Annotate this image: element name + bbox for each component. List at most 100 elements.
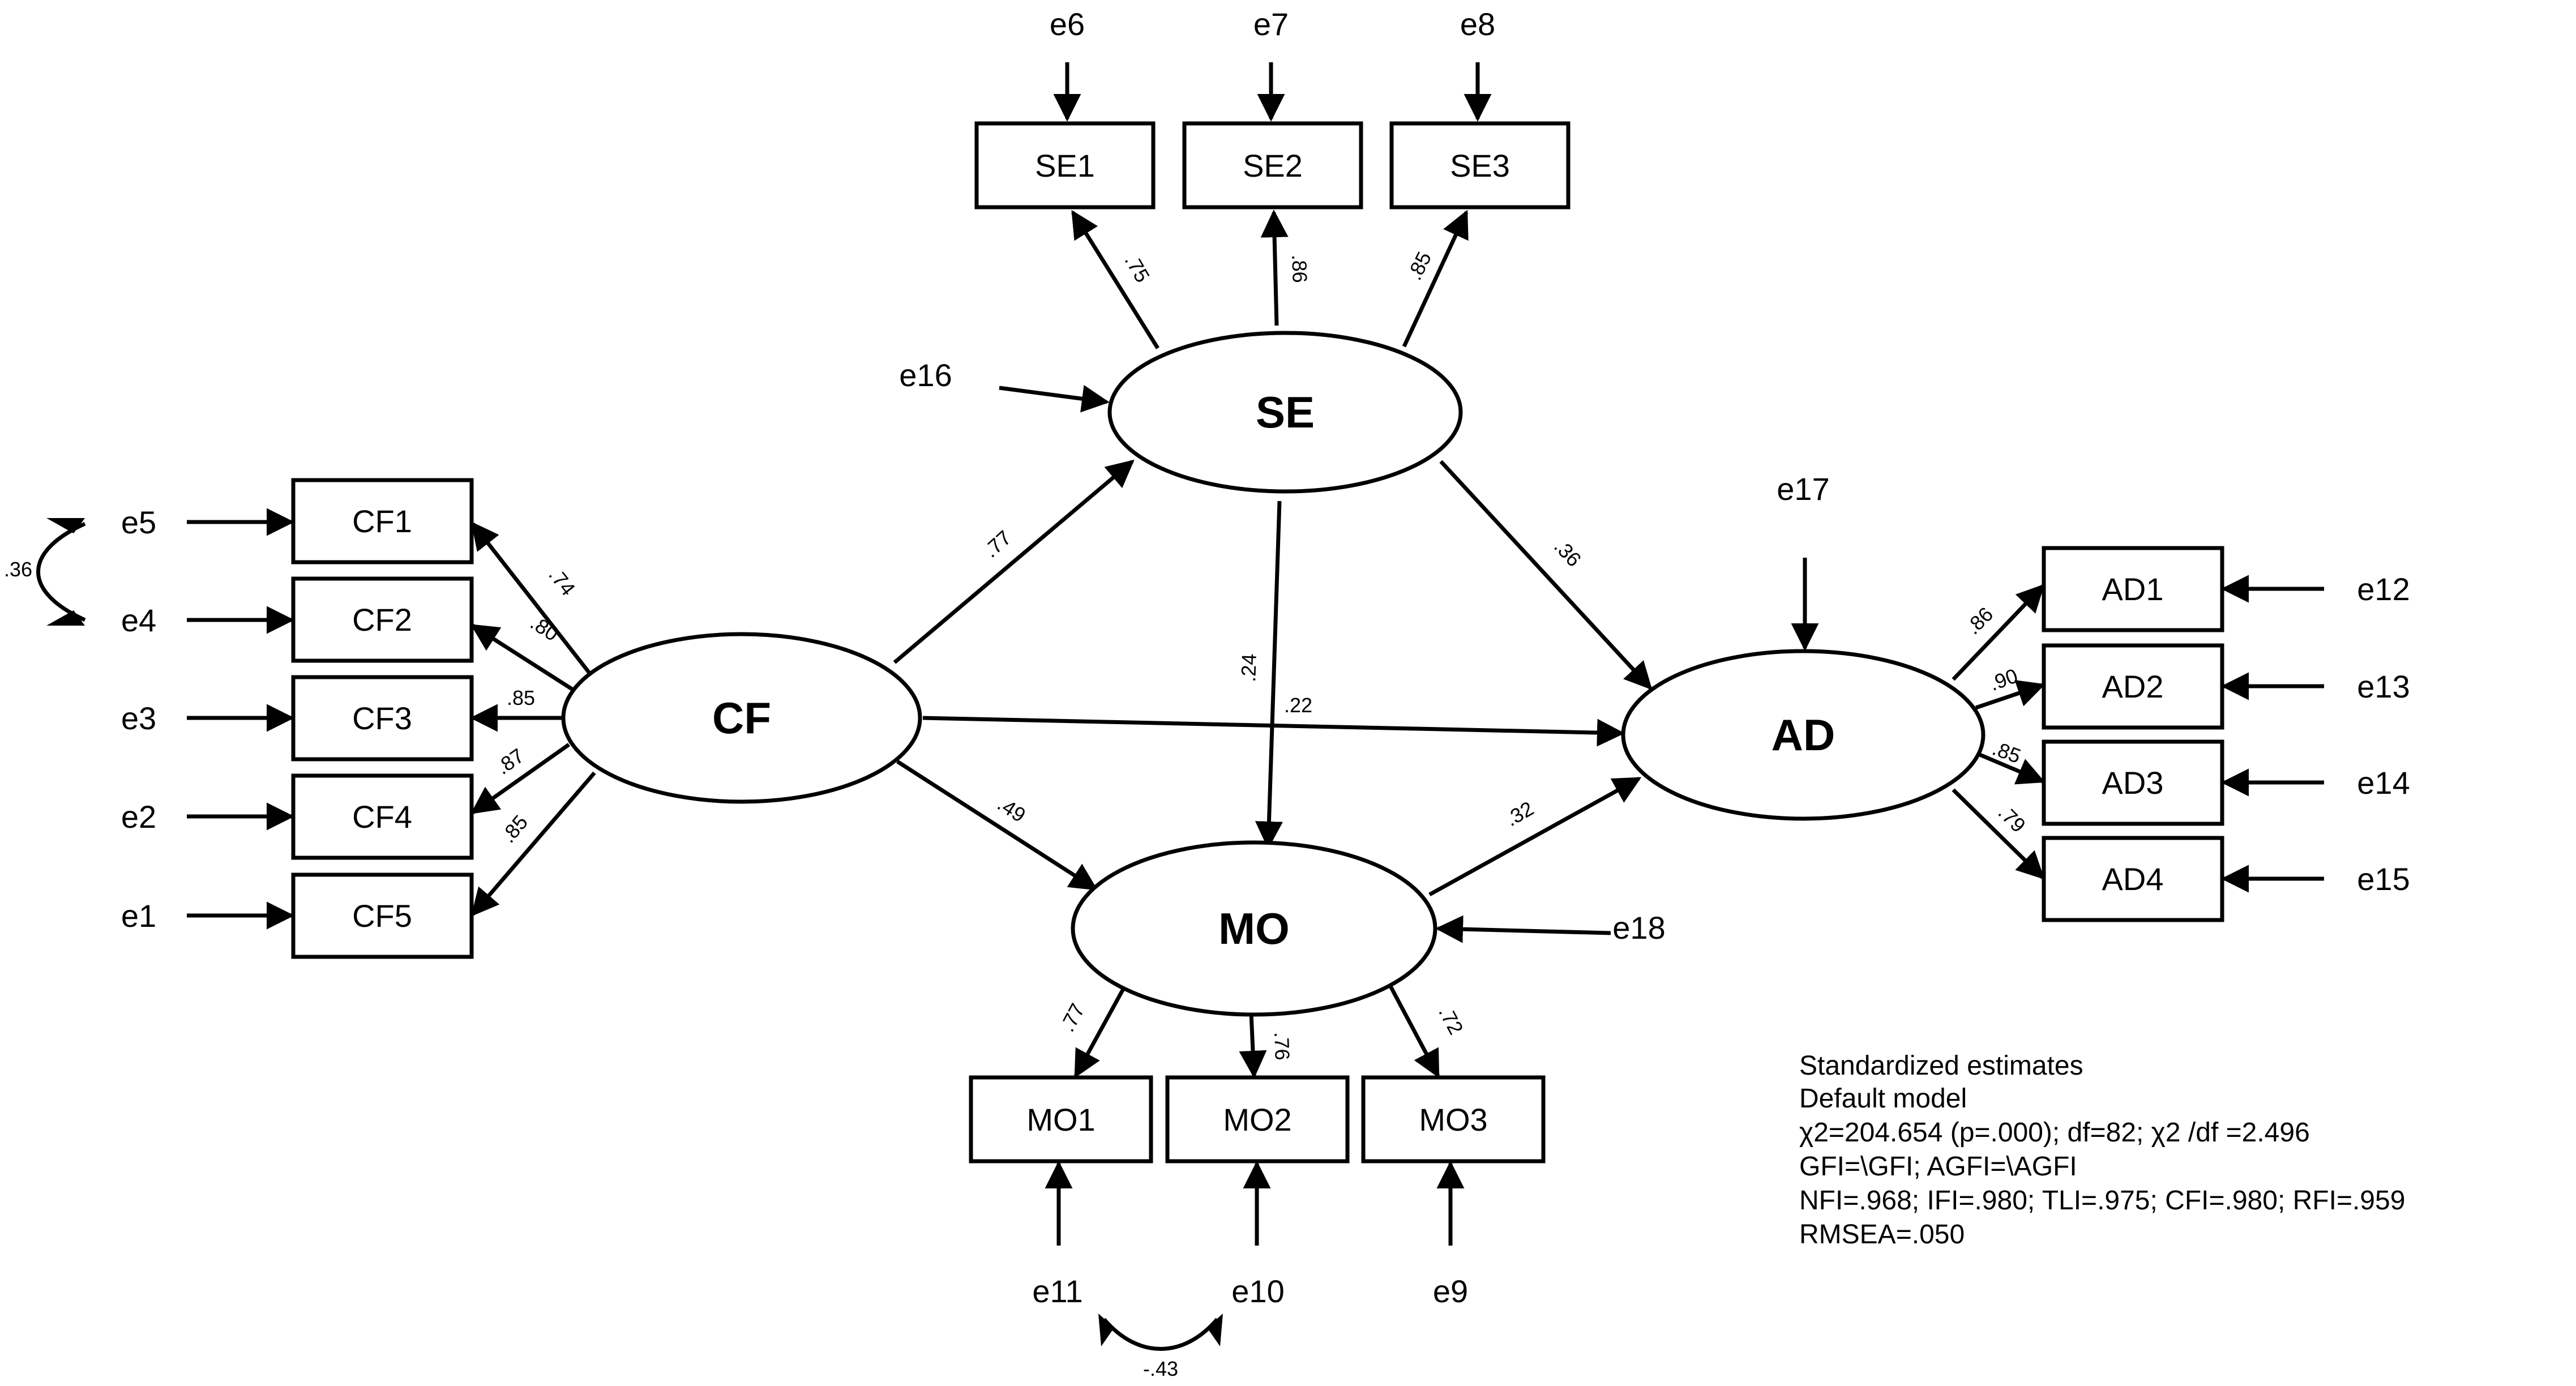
fit-line-gfi: GFI=\GFI; AGFI=\AGFI	[1799, 1152, 2077, 1182]
cf-loadings	[470, 521, 596, 917]
error-label-e9: e9	[1433, 1273, 1468, 1309]
loading-ad3	[1975, 751, 2046, 785]
indicator-box-cf5	[291, 872, 474, 959]
latent-label-se: SE	[1256, 387, 1315, 437]
error-label-e16: e16	[899, 357, 952, 393]
indicator-label-cf2: CF2	[352, 602, 412, 638]
error-label-e15: e15	[2357, 861, 2410, 897]
indicator-label-se1: SE1	[1035, 148, 1095, 183]
indicator-label-se2: SE2	[1243, 148, 1303, 183]
error-arrow-e18	[1435, 915, 1611, 943]
indicator-box-cf3	[291, 675, 474, 762]
coef-path-cf-mo: .49	[994, 792, 1030, 827]
indicator-box-ad3	[2042, 739, 2224, 826]
latent-label-cf: CF	[712, 693, 771, 743]
loading-ad1	[1952, 584, 2045, 681]
coef-cf3: .85	[507, 686, 535, 709]
indicator-label-cf5: CF5	[352, 898, 412, 934]
indicator-box-cf1	[291, 478, 474, 564]
cov-arrowhead-e5	[46, 518, 85, 533]
error-arrow-e16	[999, 384, 1110, 413]
loading-se2	[1260, 209, 1289, 326]
indicator-boxes: SE1 SE2 SE3 CF1 CF2 CF3 CF4 CF5 AD1 AD2 …	[291, 121, 2224, 1163]
coef-mo3: .72	[1434, 1002, 1468, 1038]
se-loadings	[1071, 209, 1469, 349]
coef-ad4: .79	[1994, 801, 2030, 837]
error-label-e12: e12	[2357, 571, 2410, 607]
coef-se2: .86	[1287, 254, 1312, 283]
error-labels: e6 e7 e8 e16 e17 e18 e5 e4 e3 e2 e1 e12 …	[121, 6, 2410, 1309]
coef-cov-e10-e11: -.43	[1143, 1357, 1178, 1380]
ad-loadings	[1952, 584, 2046, 880]
coef-path-cf-ad: .22	[1284, 694, 1312, 717]
coef-cov-e4-e5: .36	[4, 558, 32, 581]
indicator-box-cf4	[291, 773, 474, 860]
latent-label-mo: MO	[1218, 904, 1290, 953]
loading-ad4	[1952, 788, 2045, 880]
error-label-e8: e8	[1460, 6, 1495, 42]
covariance-arcs	[36, 518, 1223, 1351]
mo-loadings	[1073, 984, 1440, 1079]
path-cf-se	[893, 459, 1135, 664]
loading-se3	[1402, 209, 1469, 348]
coef-path-se-mo: .24	[1236, 653, 1261, 682]
indicator-label-cf4: CF4	[352, 799, 412, 835]
loading-mo1	[1073, 987, 1126, 1079]
indicator-box-se3	[1389, 121, 1571, 209]
indicator-box-mo1	[969, 1075, 1153, 1163]
error-label-e2: e2	[121, 799, 156, 835]
error-label-e1: e1	[121, 898, 156, 934]
error-label-e13: e13	[2357, 669, 2410, 704]
error-label-e5: e5	[121, 504, 156, 540]
coef-mo1: .77	[1055, 999, 1089, 1035]
fit-line-standardized: Standardized estimates	[1799, 1051, 2083, 1081]
indicator-label-se3: SE3	[1450, 148, 1510, 183]
coef-cf2: .80	[527, 611, 563, 646]
path-mo-ad	[1428, 776, 1642, 897]
error-label-e11: e11	[1032, 1273, 1082, 1309]
coef-se3: .85	[1402, 248, 1436, 284]
error-label-e3: e3	[121, 700, 156, 736]
indicator-box-ad1	[2042, 546, 2224, 632]
indicator-box-mo2	[1165, 1075, 1350, 1163]
indicator-label-cf1: CF1	[352, 503, 412, 539]
error-label-e18: e18	[1612, 910, 1665, 946]
fit-line-chisq: χ2=204.654 (p=.000); df=82; χ2 /df =2.49…	[1799, 1118, 2310, 1148]
coef-cf4: .87	[492, 744, 529, 779]
path-cf-ad	[922, 716, 1625, 747]
indicator-box-ad2	[2042, 643, 2224, 730]
cov-arrowhead-e11	[1098, 1314, 1114, 1346]
indicator-box-mo3	[1361, 1075, 1546, 1163]
latent-ellipse-se	[1107, 331, 1463, 494]
indicator-label-cf3: CF3	[352, 700, 412, 736]
error-label-e10: e10	[1231, 1273, 1284, 1309]
covariance-arc-e4-e5	[36, 521, 86, 622]
coef-ad2: .90	[1986, 664, 2021, 695]
latent-ellipse-mo	[1071, 840, 1437, 1017]
covariance-arc-e10-e11	[1102, 1317, 1219, 1351]
coef-path-mo-ad: .32	[1501, 797, 1538, 831]
indicator-label-ad4: AD4	[2102, 861, 2164, 897]
error-label-e4: e4	[121, 602, 156, 638]
loading-cf2	[470, 624, 576, 692]
cov-arrowhead-e4	[46, 610, 85, 626]
indicator-label-ad3: AD3	[2102, 765, 2164, 801]
loading-ad2	[1975, 679, 2046, 710]
error-label-e7: e7	[1253, 6, 1289, 42]
path-se-mo	[1255, 500, 1283, 849]
latent-ellipse-cf	[561, 632, 922, 804]
error-label-e6: e6	[1050, 6, 1085, 42]
coef-path-se-ad: .36	[1550, 534, 1586, 571]
cov-arrowhead-e10	[1207, 1314, 1223, 1346]
indicator-box-se1	[974, 121, 1156, 209]
loading-cf5	[470, 771, 596, 917]
path-se-ad	[1439, 460, 1653, 690]
loading-mo3	[1388, 984, 1440, 1079]
coef-ad1: .86	[1961, 602, 1997, 639]
path-cf-mo	[896, 760, 1098, 891]
latent-label-ad: AD	[1771, 710, 1835, 760]
indicator-label-mo2: MO2	[1223, 1102, 1291, 1137]
loading-mo2	[1239, 1013, 1267, 1079]
indicator-label-mo1: MO1	[1026, 1102, 1095, 1137]
